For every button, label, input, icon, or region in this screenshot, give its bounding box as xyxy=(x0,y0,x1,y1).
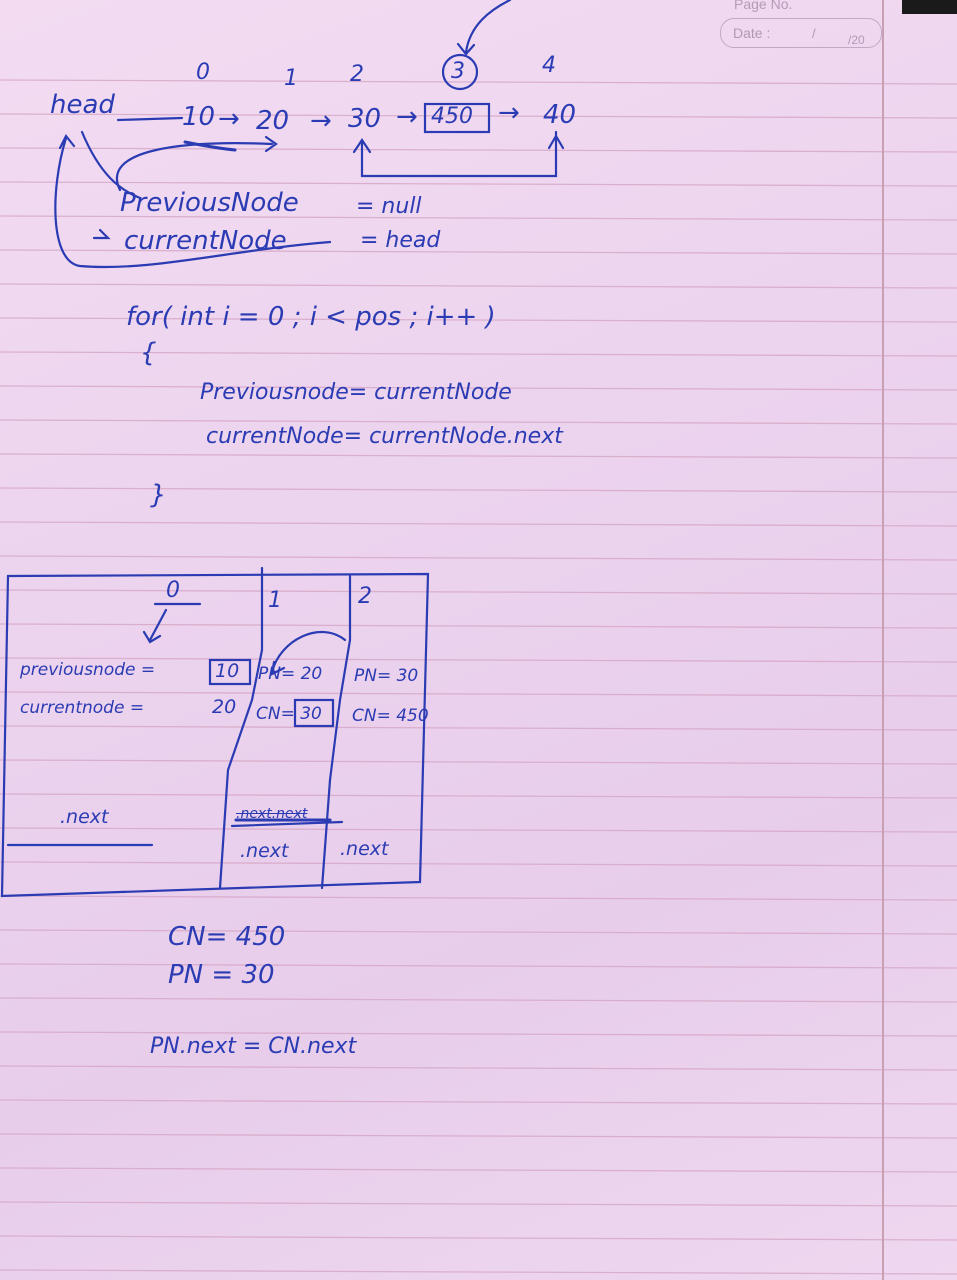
table-col-header-1: 1 xyxy=(268,588,282,613)
index-3-circle xyxy=(441,53,479,91)
previous-node-value: = null xyxy=(356,194,422,219)
margin-line xyxy=(882,0,884,1280)
row-label-previousnode: previousnode = xyxy=(20,660,156,680)
date-year: /20 xyxy=(848,33,865,47)
node-450-box xyxy=(423,102,491,134)
next-label: .next xyxy=(60,806,109,828)
col2-current: CN= 450 xyxy=(352,706,429,726)
table-col-header-2: 2 xyxy=(358,584,372,609)
final-assignment: PN.next = CN.next xyxy=(150,1034,357,1059)
head-label: head xyxy=(50,90,115,120)
table-divider-1 xyxy=(218,566,264,890)
index-4: 4 xyxy=(542,53,556,78)
index-0: 0 xyxy=(196,60,210,85)
arrow-3: → xyxy=(396,102,418,132)
table-divider-2 xyxy=(320,574,352,890)
col0-current: 20 xyxy=(212,696,237,718)
col1-previous: PN= 20 xyxy=(258,664,323,684)
loop-line-2: currentNode= currentNode.next xyxy=(206,424,563,449)
page-number-label: Page No. xyxy=(734,0,793,12)
node-30: 30 xyxy=(348,104,382,134)
current-node-loop xyxy=(54,136,332,269)
insert-pointer-arrow xyxy=(464,0,512,54)
date-separator: / xyxy=(812,26,816,41)
col1-next-struck: .next.next xyxy=(236,806,308,822)
previous-node-label: PreviousNode xyxy=(120,188,299,218)
prev-node-curve xyxy=(116,142,274,192)
arrow-2: → xyxy=(310,106,332,136)
table-col-header-0: 0 xyxy=(166,578,180,603)
index-2: 2 xyxy=(350,62,364,87)
close-brace: } xyxy=(150,480,167,510)
row-label-currentnode: currentnode = xyxy=(20,698,145,718)
skip-link-arrow xyxy=(360,130,558,178)
final-cn: CN= 450 xyxy=(168,922,286,952)
col0-previous: 10 xyxy=(215,660,240,682)
for-loop-header: for( int i = 0 ; i < pos ; i++ ) xyxy=(126,302,496,332)
current-node-value: = head xyxy=(360,228,441,253)
index-1: 1 xyxy=(284,66,298,91)
col2-previous: PN= 30 xyxy=(354,666,419,686)
arrow-1: → xyxy=(218,104,240,134)
node-450: 450 xyxy=(431,104,473,129)
trace-table-border xyxy=(0,572,430,898)
arrow-4: → xyxy=(498,98,520,128)
index-3: 3 xyxy=(451,59,465,84)
col1-next: .next xyxy=(240,840,289,862)
page-corner-shadow xyxy=(902,0,957,14)
date-label: Date : xyxy=(733,25,771,41)
date-field-box xyxy=(720,18,882,48)
node-40: 40 xyxy=(543,100,577,130)
final-pn: PN = 30 xyxy=(168,960,275,990)
col2-next: .next xyxy=(340,838,389,860)
loop-line-1: Previousnode= currentNode xyxy=(200,380,512,405)
col1-current: CN= 30 xyxy=(256,704,322,724)
current-node-label: currentNode xyxy=(124,226,287,256)
node-20: 20 xyxy=(256,106,290,136)
open-brace: { xyxy=(140,338,157,368)
node-10: 10 xyxy=(182,102,216,132)
